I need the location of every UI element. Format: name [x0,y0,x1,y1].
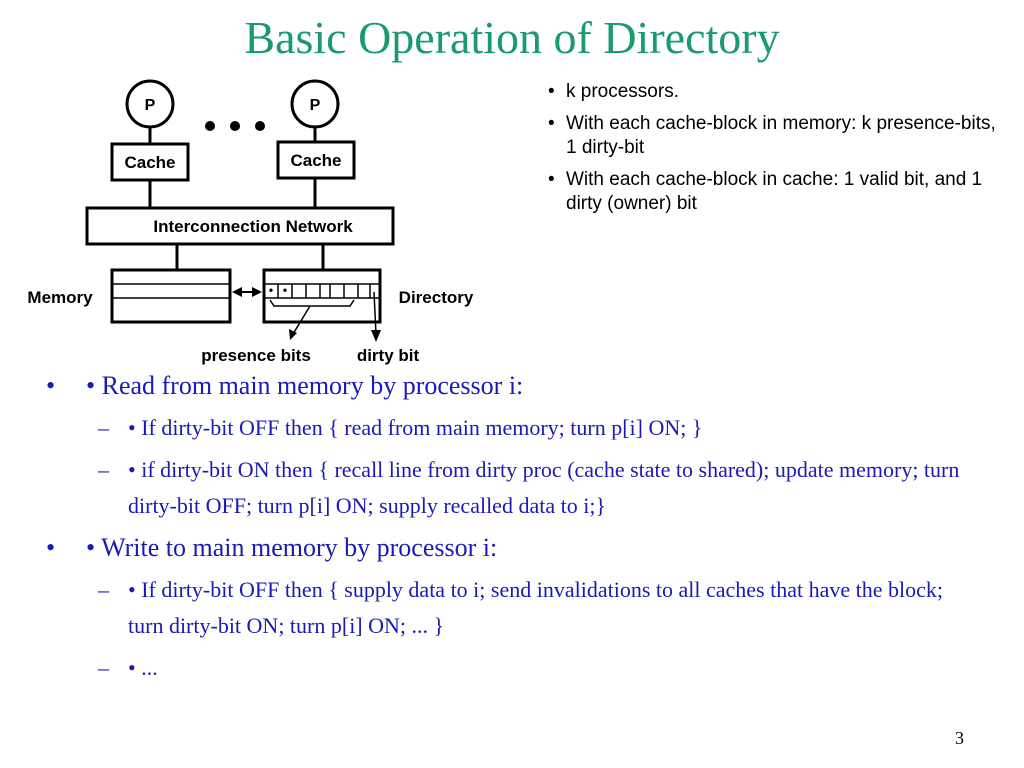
cache-2-label: Cache [290,151,341,170]
read-subitem: – • if dirty-bit ON then { recall line f… [40,452,980,524]
directory-dot: • [283,283,287,297]
memory-box [110,268,232,324]
cache-1-box [110,142,190,182]
write-heading-item: • • Write to main memory by processor i: [40,530,980,566]
right-bullet-text: k processors. [566,81,679,102]
write-subitem: – • If dirty-bit OFF then { supply data … [40,572,980,644]
right-bullet-text: With each cache-block in cache: 1 valid … [566,169,983,214]
dash-marker: – [98,655,109,680]
dash-marker: – [98,457,109,482]
main-bullet-list: • • Read from main memory by processor i… [40,368,980,692]
ellipsis-dot [230,121,240,131]
bullet-marker: • [46,371,56,400]
read-heading-text: • Read from main memory by processor i: [86,371,524,400]
read-subitem: – • If dirty-bit OFF then { read from ma… [40,410,980,446]
write-heading-text: • Write to main memory by processor i: [86,533,498,562]
interconnection-network-box [85,206,395,246]
write-subitem-text: • ... [128,655,158,680]
dirty-bit-arrow-head [371,330,381,342]
presence-bits-brace [269,299,355,307]
read-subitem-text: • If dirty-bit OFF then { read from main… [128,415,703,440]
right-bullet-item: • k processors. [528,80,998,104]
right-bullet-item: • With each cache-block in cache: 1 valid… [528,168,998,216]
ellipsis-dot [205,121,215,131]
presence-bits-arrow [292,305,311,335]
processor-2-label: P [310,97,321,114]
write-subitem: – • ... [40,650,980,686]
right-bullet-list: • k processors. • With each cache-block in… [528,80,998,224]
right-bullet-text: With each cache-block in memory: k prese… [566,113,996,158]
dirty-bit-arrow [373,291,377,335]
presence-bits-arrow-head [289,329,297,340]
processor-1-label: P [145,97,156,114]
page-number: 3 [955,728,964,748]
right-bullet-item: • With each cache-block in memory: k pres… [528,112,998,160]
directory-label: Directory [399,288,474,307]
dash-marker: – [98,577,109,602]
interconnection-network-label: Interconnection Network [153,217,353,236]
arrow-head-left [232,287,242,297]
bullet-marker: • [548,113,555,134]
read-subitem-text: • if dirty-bit ON then { recall line fro… [128,457,960,518]
slide-title: Basic Operation of Directory [244,12,780,63]
bullet-marker: • [548,169,555,190]
bullet-marker: • [46,533,56,562]
directory-diagram: P P Cache Cache Interconnection Network … [27,79,474,365]
presence-bits-label: presence bits [201,346,311,365]
bullet-marker: • [548,81,555,102]
memory-label: Memory [27,288,93,307]
directory-dot: • [269,283,273,297]
arrow-head-right [252,287,262,297]
ellipsis-dot [255,121,265,131]
write-subitem-text: • If dirty-bit OFF then { supply data to… [128,577,943,638]
cache-1-label: Cache [124,153,175,172]
dash-marker: – [98,415,109,440]
read-heading-item: • • Read from main memory by processor i… [40,368,980,404]
dirty-bit-label: dirty bit [357,346,420,365]
directory-box [262,268,382,324]
